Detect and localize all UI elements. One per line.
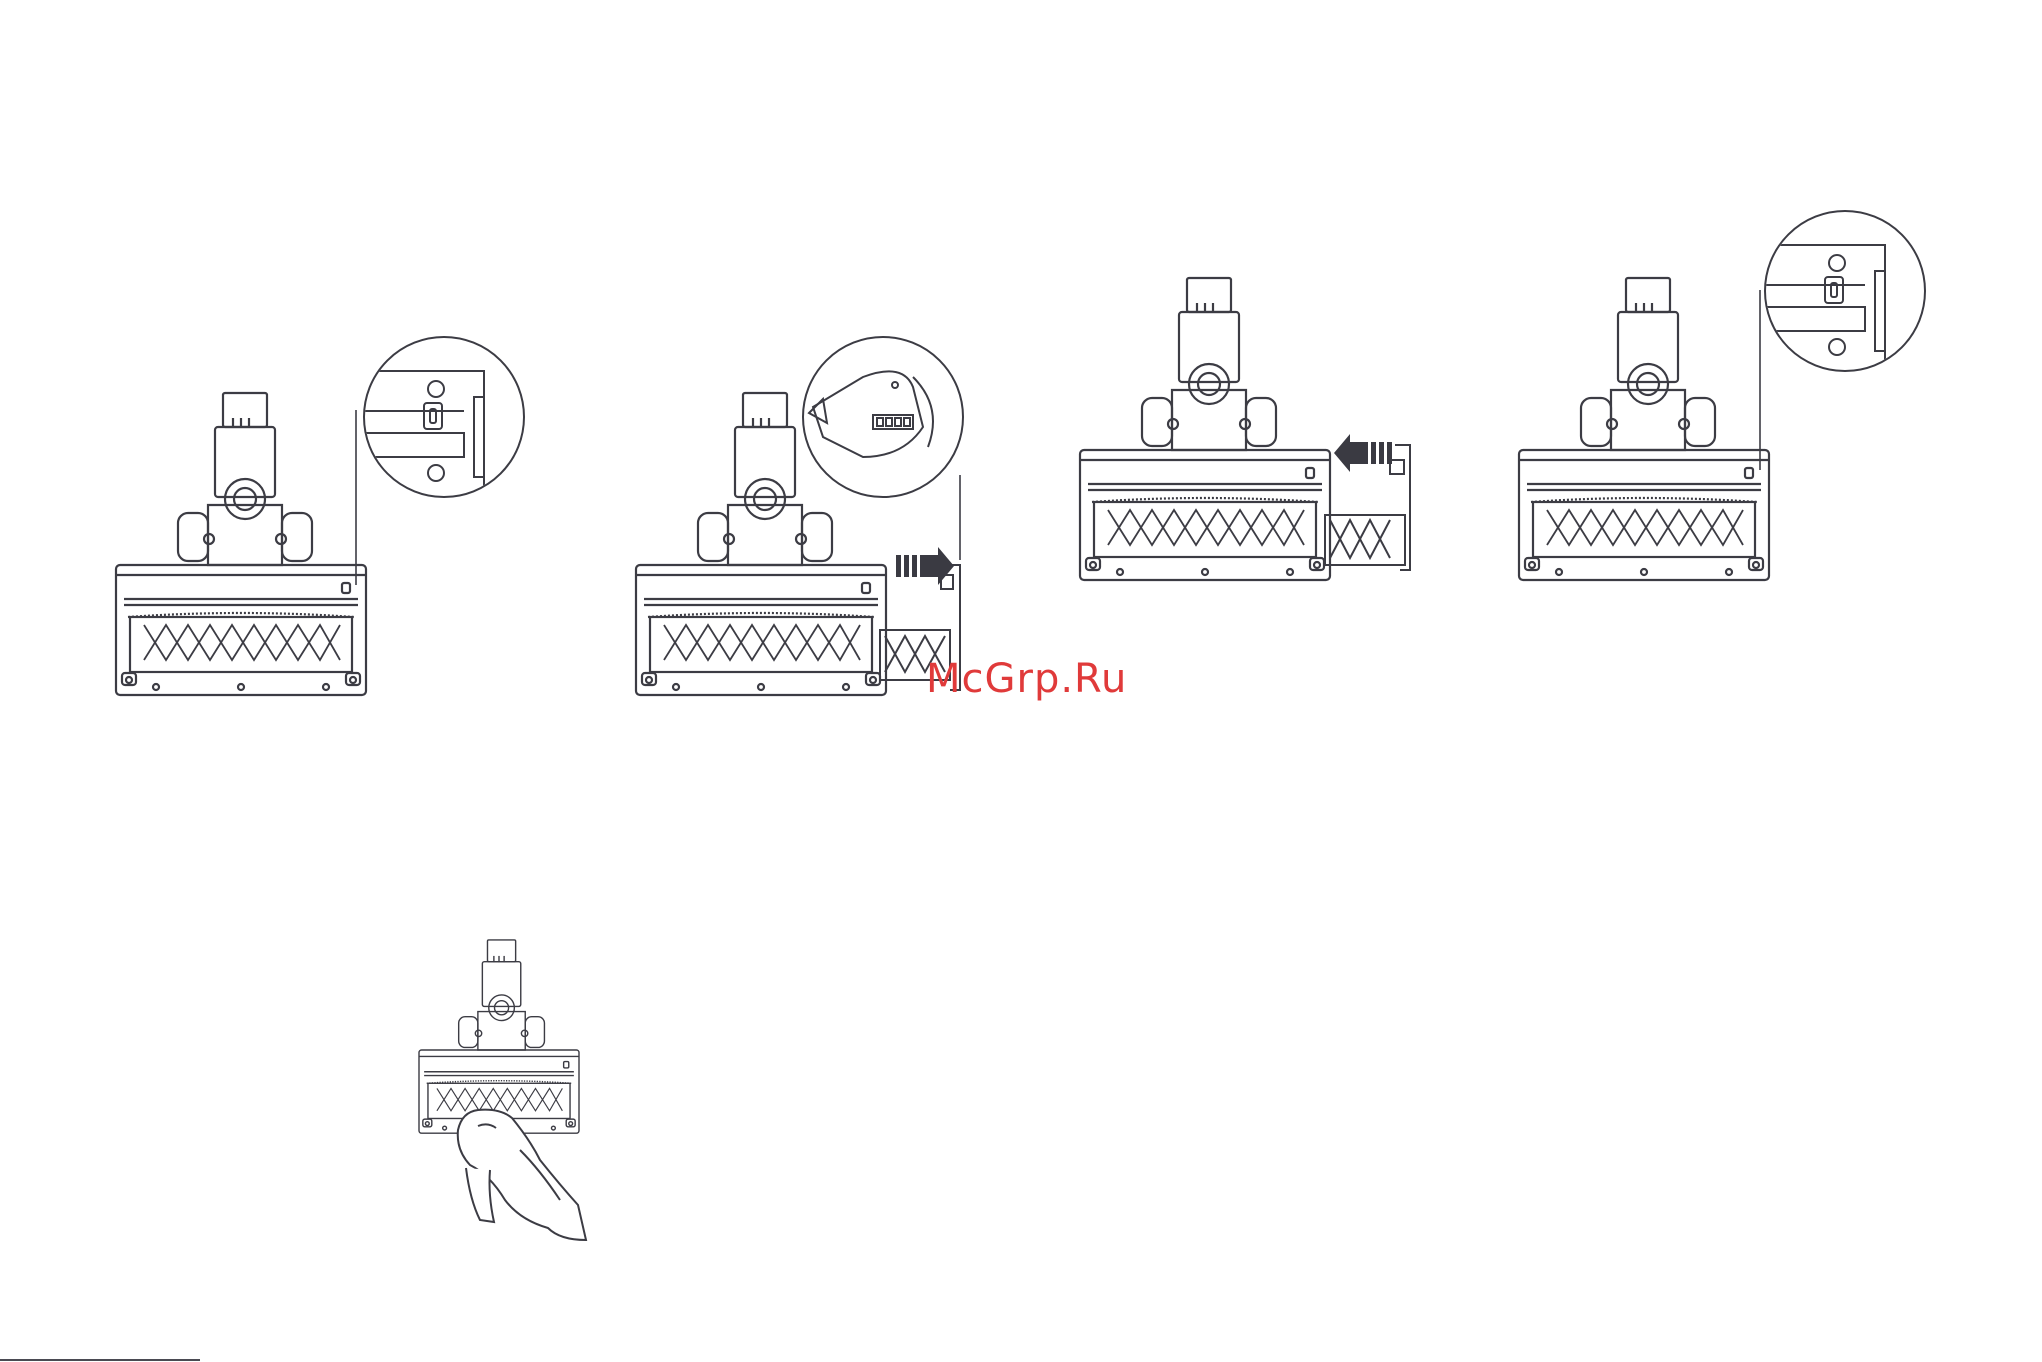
footer-rule [0, 1359, 200, 1361]
figure-step-4 [1519, 211, 1925, 580]
cover-callout [803, 337, 963, 497]
lock-callout [1765, 211, 1925, 391]
figure-step-3 [1080, 278, 1410, 580]
hand-wiping-icon [458, 1110, 586, 1240]
watermark: McGrp.Ru [926, 656, 1127, 702]
lock-callout [364, 337, 524, 517]
figure-step-1 [116, 337, 524, 695]
pull-arrow [896, 547, 954, 585]
figure-step-2 [636, 337, 963, 695]
figure-step-5 [419, 940, 586, 1240]
insert-arrow [1334, 434, 1392, 472]
